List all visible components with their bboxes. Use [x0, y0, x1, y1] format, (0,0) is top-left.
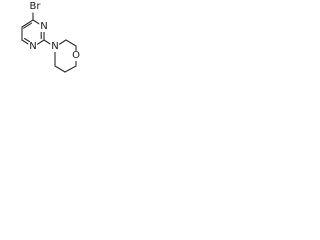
bond-cd-ce: [54, 65, 66, 73]
bond-c4-c5: [21, 19, 34, 28]
bond-nmorph-ca: [58, 39, 67, 46]
bond-c4-c5-inner: [23, 22, 33, 29]
bond-c2-nmorph: [43, 39, 52, 46]
bond-c6-n1-inner: [24, 37, 31, 43]
atom-pyrimidine-n1-label: N: [28, 41, 38, 52]
atom-bromine-label: Br: [28, 1, 42, 12]
atom-morpholine-n-label: N: [50, 41, 60, 52]
atom-pyrimidine-n3-label: N: [39, 21, 49, 32]
molecule-bonds: [21, 12, 77, 73]
bond-c6-n1: [21, 39, 30, 46]
bond-cc-cd: [64, 65, 77, 73]
structure-canvas: Br N N N O: [0, 0, 95, 97]
bond-n1-c2: [36, 39, 45, 46]
atom-morpholine-o-label: O: [71, 50, 81, 61]
bond-ca-cb: [65, 39, 77, 47]
